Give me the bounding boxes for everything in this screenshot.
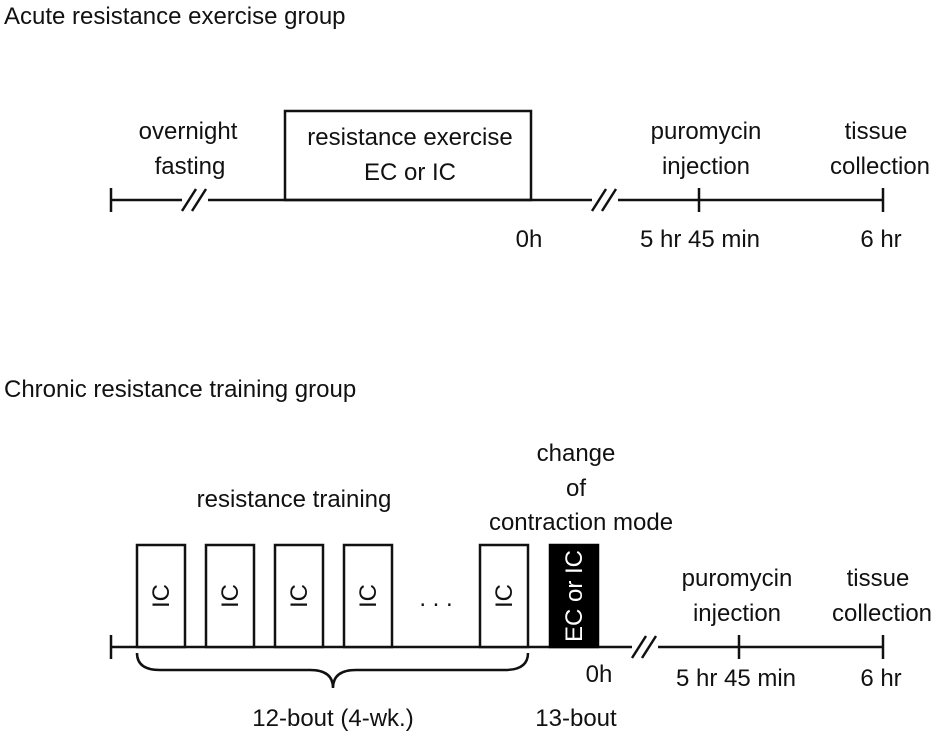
acute-break-mark-2 xyxy=(590,188,618,212)
chronic-break-mark xyxy=(630,635,658,659)
acute-title: Acute resistance exercise group xyxy=(4,3,346,30)
chronic-puromycin-line2: injection xyxy=(693,600,781,627)
change-line2: of xyxy=(566,475,586,502)
final-bout-caption: 13-bout xyxy=(535,705,617,732)
chronic-tissue-line1: tissue xyxy=(847,565,910,592)
acute-puromycin-line1: puromycin xyxy=(651,118,762,145)
acute-tick-label-5h45: 5 hr 45 min xyxy=(640,226,760,253)
bout-label-4: IC xyxy=(355,584,382,608)
chronic-puromycin-line1: puromycin xyxy=(682,565,793,592)
final-bout-box: EC or IC xyxy=(548,543,600,649)
acute-fasting-line1: overnight xyxy=(139,118,238,145)
bout-label-3: IC xyxy=(286,584,313,608)
acute-exercise-box xyxy=(283,109,533,202)
bout-label-12: IC xyxy=(491,584,518,608)
acute-puromycin-line2: injection xyxy=(662,153,750,180)
bout-box-1: IC xyxy=(135,543,187,649)
chronic-title: Chronic resistance training group xyxy=(4,376,356,403)
acute-fasting-line2: fasting xyxy=(155,153,226,180)
acute-exercise-mode: EC or IC xyxy=(364,159,456,186)
final-bout-label: EC or IC xyxy=(561,550,588,642)
bout-ellipsis: . . . xyxy=(419,585,452,612)
acute-exercise-label: resistance exercise xyxy=(307,124,512,151)
chronic-tick-label-5h45: 5 hr 45 min xyxy=(676,665,796,692)
acute-tissue-line2: collection xyxy=(830,153,930,180)
bracket-label: 12-bout (4-wk.) xyxy=(252,705,413,732)
acute-panel: Acute resistance exercise group resistan… xyxy=(4,3,930,253)
bout-box-4: IC xyxy=(342,543,394,649)
acute-tick-label-0h: 0h xyxy=(516,226,543,253)
change-line3: contraction mode xyxy=(489,509,673,536)
chronic-tick-label-0h: 0h xyxy=(586,661,613,688)
twelve-bout-bracket xyxy=(135,652,530,689)
chronic-panel: Chronic resistance training group resist… xyxy=(4,376,932,732)
bout-label-2: IC xyxy=(217,584,244,608)
bout-label-1: IC xyxy=(148,584,175,608)
chronic-tick-label-6h: 6 hr xyxy=(860,665,901,692)
change-line1: change xyxy=(537,440,616,467)
chronic-tissue-line2: collection xyxy=(832,600,932,627)
acute-tick-label-6h: 6 hr xyxy=(860,226,901,253)
acute-break-mark-1 xyxy=(180,188,208,212)
bout-box-12: IC xyxy=(478,543,530,649)
bout-box-2: IC xyxy=(204,543,256,649)
bout-box-3: IC xyxy=(273,543,325,649)
chronic-training-label: resistance training xyxy=(197,486,392,513)
acute-tissue-line1: tissue xyxy=(845,118,908,145)
